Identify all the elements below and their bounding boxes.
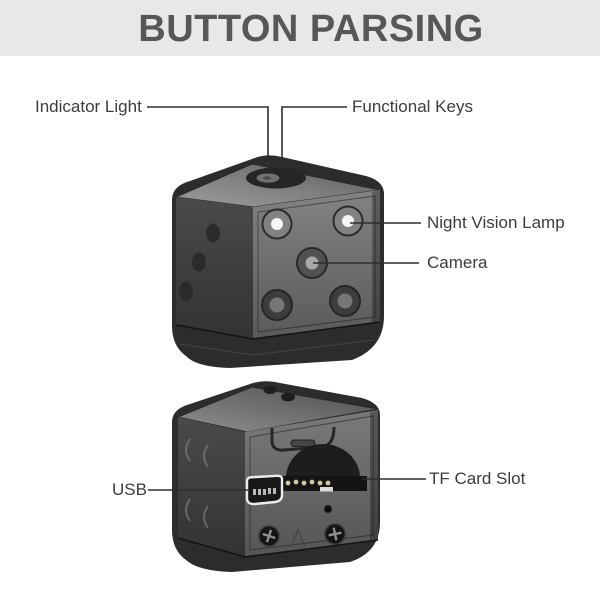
usb-label: USB — [112, 480, 147, 499]
functional-keys-line — [281, 106, 347, 172]
cube-left-face — [178, 417, 245, 556]
back-panel-frame — [249, 415, 374, 551]
cube-top-face — [176, 386, 379, 433]
night-vision-lamp-label: Night Vision Lamp — [427, 213, 565, 232]
front-pip-bottom-right — [329, 285, 361, 317]
tf-card-slot — [281, 444, 367, 492]
front-view-cube — [172, 155, 384, 368]
night-vision-lamp-left — [261, 208, 293, 240]
base-rim-seam — [175, 321, 381, 340]
base-rim-highlight — [179, 339, 375, 356]
triangle-mark — [290, 527, 306, 548]
screw-right — [324, 523, 346, 545]
card-contacts — [285, 479, 331, 486]
indicator-light-dot — [263, 176, 271, 180]
functional-keys-label: Functional Keys — [352, 97, 473, 116]
cube-left-face — [176, 197, 253, 338]
front-panel-frame — [257, 195, 376, 333]
tf-card-slot-label: TF Card Slot — [429, 469, 526, 488]
back-view-cube — [172, 381, 380, 572]
night-vision-lamp-right — [332, 205, 364, 237]
indicator-light-line — [147, 106, 269, 174]
indicator-light-label: Indicator Light — [35, 97, 142, 116]
side-pip-arcs — [185, 438, 209, 529]
usb-port — [245, 474, 284, 506]
base-rim-seam — [177, 537, 379, 558]
front-pip-bottom-left — [261, 289, 293, 321]
camera-label: Camera — [427, 253, 488, 272]
screw-left — [258, 525, 280, 547]
header-band: BUTTON PARSING — [0, 0, 600, 56]
top-dice-pips — [263, 386, 295, 402]
front-right-edge-shade — [372, 190, 380, 323]
back-right-edge-shade — [370, 410, 378, 541]
cover-latch — [270, 426, 336, 452]
reset-hole — [323, 504, 333, 514]
side-dice-pips — [179, 223, 220, 301]
page-title: BUTTON PARSING — [138, 8, 484, 50]
